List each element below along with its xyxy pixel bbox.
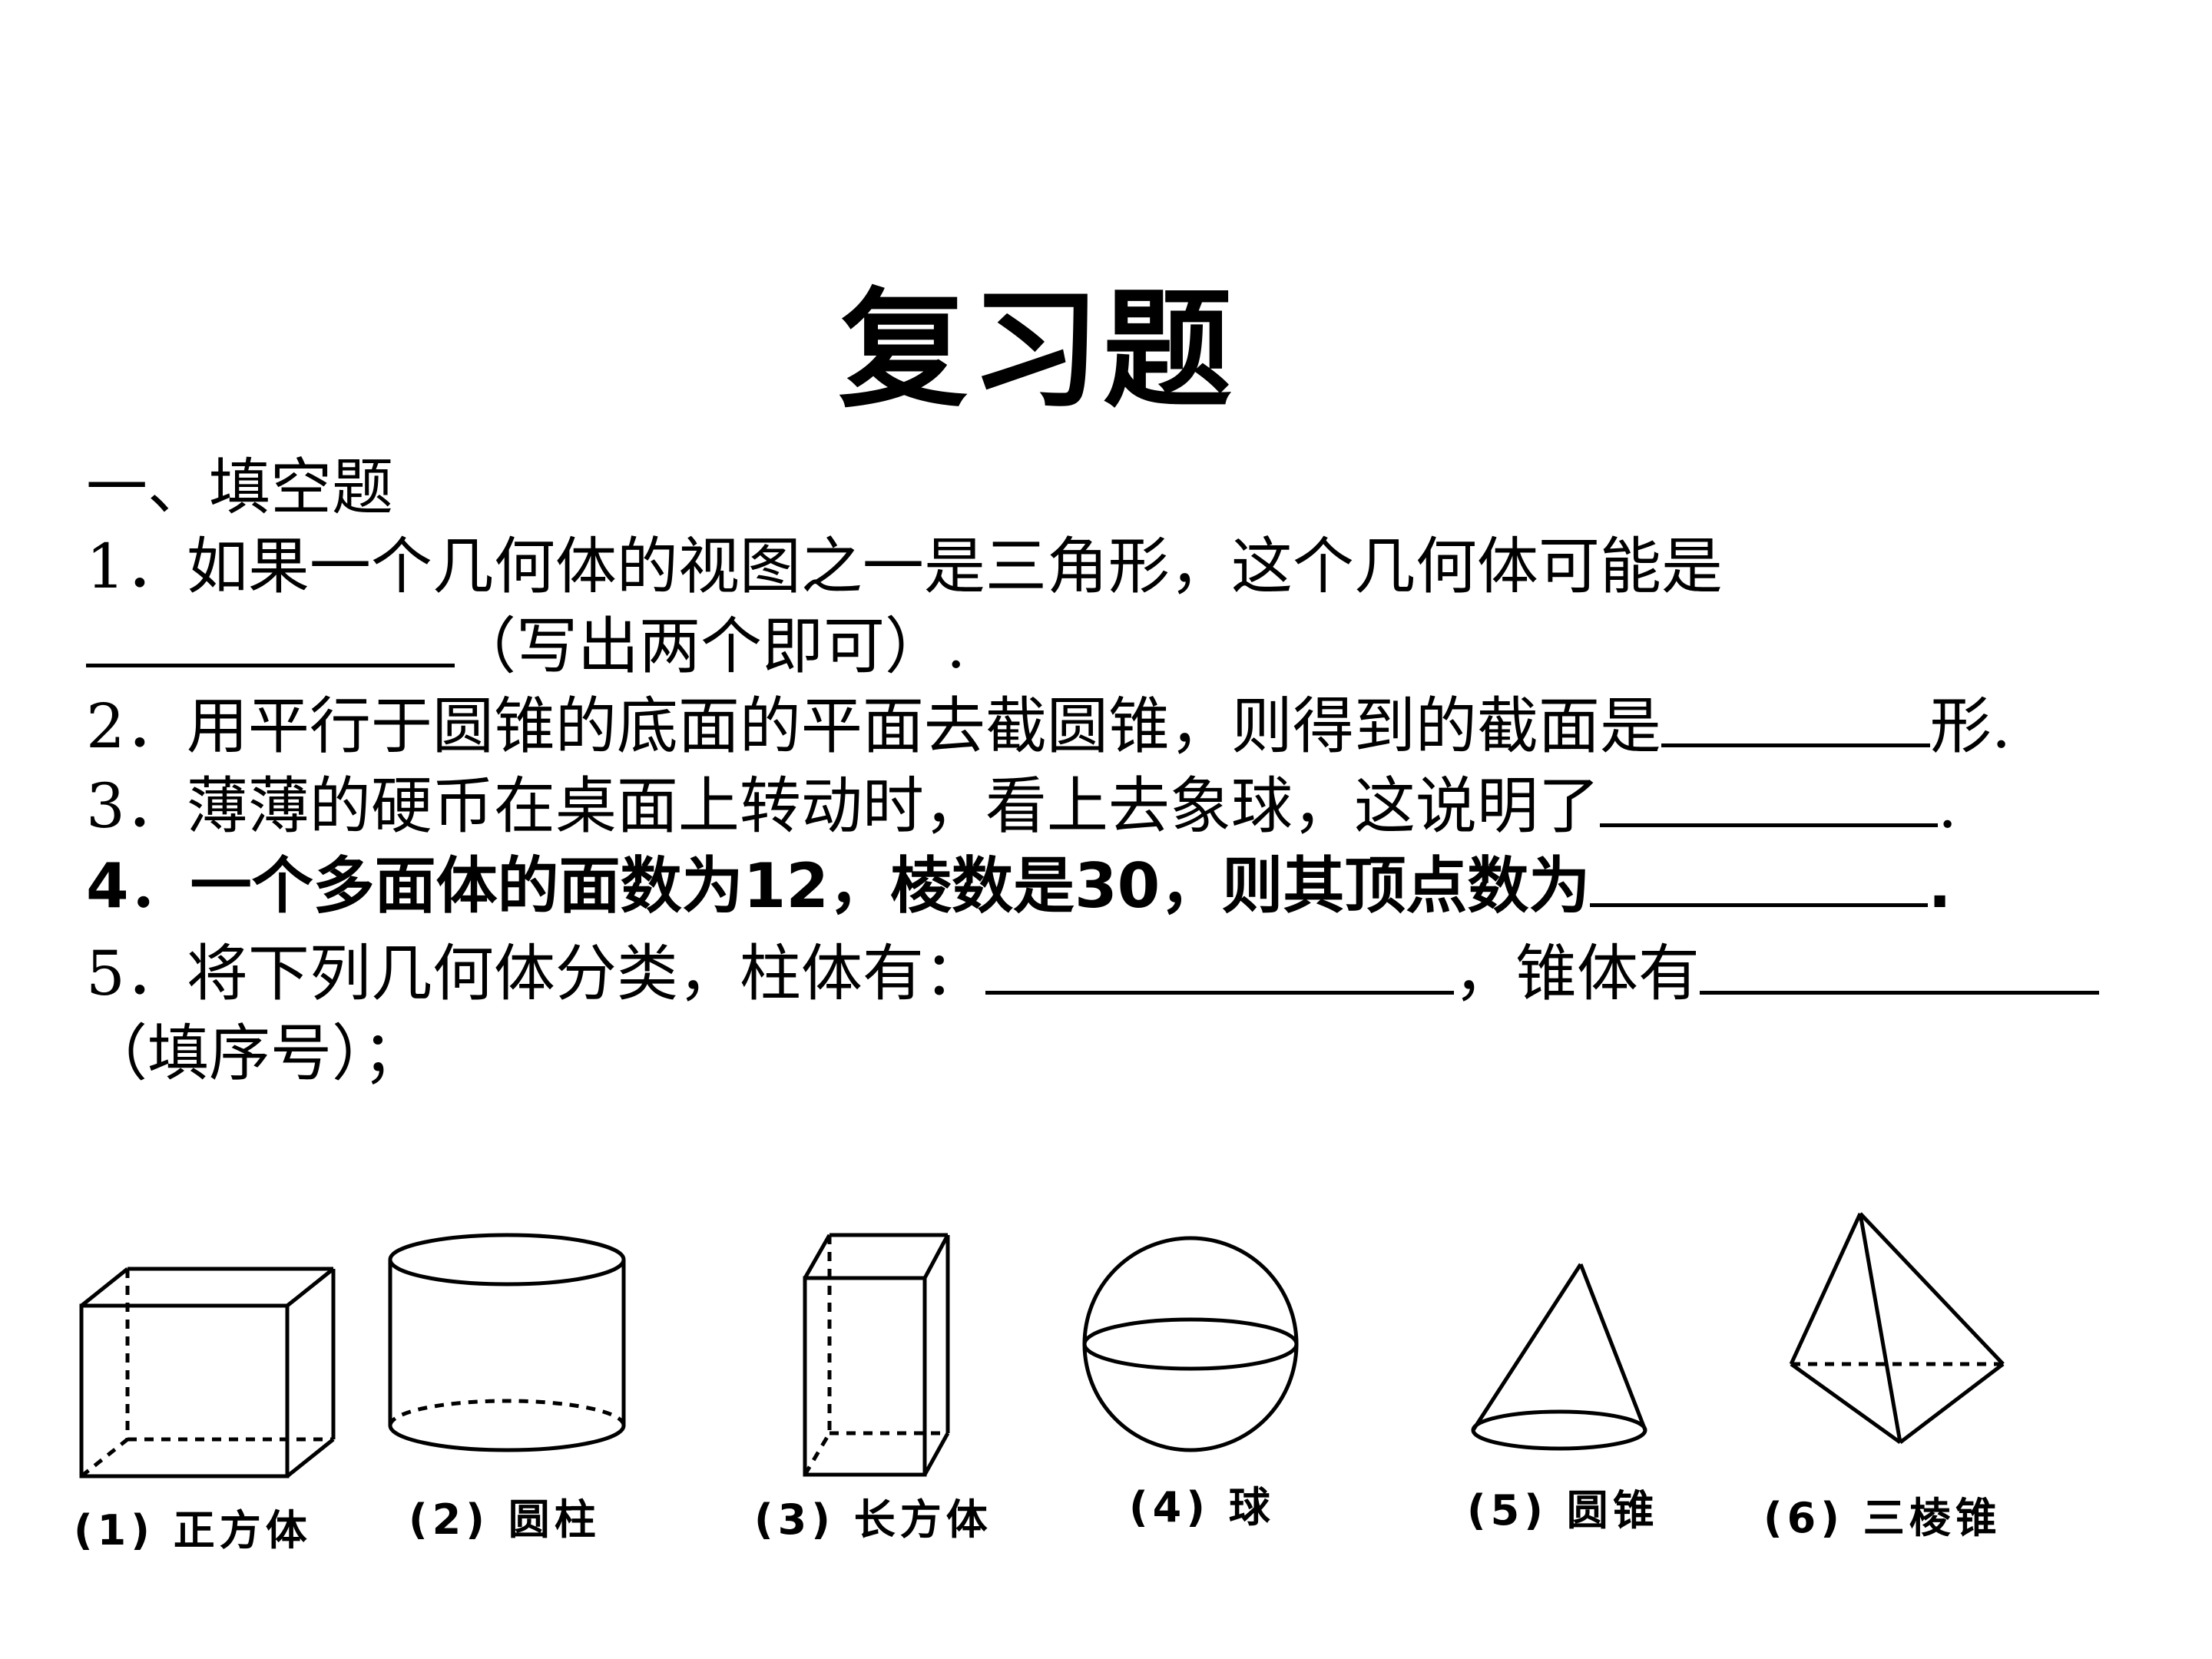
answer-blank-3[interactable] xyxy=(1599,770,1938,827)
page-title: 复习题 xyxy=(839,273,1235,426)
question-1: 1．如果一个几何体的视图之一是三角形，这个几何体可能是 xyxy=(86,528,1723,605)
question-5: 5．将下列几何体分类，柱体有： ，锥体有 xyxy=(86,935,2099,1012)
question-4-suffix: . xyxy=(1928,850,1952,922)
cube-figure xyxy=(79,1267,336,1479)
cone-figure xyxy=(1471,1263,1647,1451)
sphere-figure xyxy=(1082,1236,1299,1452)
question-2-suffix: 形. xyxy=(1929,690,2012,762)
caption-cone: (5) 圆锥 xyxy=(1467,1486,1659,1535)
cuboid-figure xyxy=(803,1233,950,1477)
question-3-suffix: . xyxy=(1937,770,1958,842)
answer-blank-5a[interactable] xyxy=(985,937,1454,995)
cylinder-figure xyxy=(388,1233,626,1452)
caption-sphere: (4) 球 xyxy=(1129,1483,1275,1532)
caption-cuboid: (3) 长方体 xyxy=(754,1495,992,1544)
question-3: 3．薄薄的硬币在桌面上转动时，看上去象球，这说明了. xyxy=(86,768,1957,845)
answer-blank-1[interactable] xyxy=(86,610,455,667)
question-4: 4．一个多面体的面数为12，棱数是30，则其顶点数为. xyxy=(86,848,1952,925)
question-1-text: 1．如果一个几何体的视图之一是三角形，这个几何体可能是 xyxy=(86,531,1723,602)
question-2: 2．用平行于圆锥的底面的平面去截圆锥，则得到的截面是 形. xyxy=(86,688,2011,765)
answer-blank-4[interactable] xyxy=(1590,849,1929,907)
caption-cube: (1) 正方体 xyxy=(74,1506,312,1555)
answer-blank-5b[interactable] xyxy=(1699,937,2099,995)
question-4-text: 4．一个多面体的面数为12，棱数是30，则其顶点数为 xyxy=(86,850,1591,922)
caption-pyramid: (6) 三棱锥 xyxy=(1763,1494,2002,1542)
question-3-text: 3．薄薄的硬币在桌面上转动时，看上去象球，这说明了 xyxy=(86,770,1600,842)
pyramid-figure xyxy=(1789,1212,2005,1445)
geometry-figures xyxy=(79,1212,2005,1479)
question-5-middle: ，锥体有 xyxy=(1453,938,1700,1009)
question-1-suffix: （写出两个即可）. xyxy=(455,611,966,682)
caption-cylinder: (2) 圆柱 xyxy=(409,1495,601,1544)
question-5-text: 5．将下列几何体分类，柱体有： xyxy=(86,938,985,1009)
question-5-continued: （填序号）； xyxy=(86,1018,424,1089)
question-2-text: 2．用平行于圆锥的底面的平面去截圆锥，则得到的截面是 xyxy=(86,690,1661,762)
question-1-continued: （写出两个即可）. xyxy=(86,608,965,685)
section-heading: 一、填空题 xyxy=(86,452,393,523)
answer-blank-2[interactable] xyxy=(1661,690,1930,747)
